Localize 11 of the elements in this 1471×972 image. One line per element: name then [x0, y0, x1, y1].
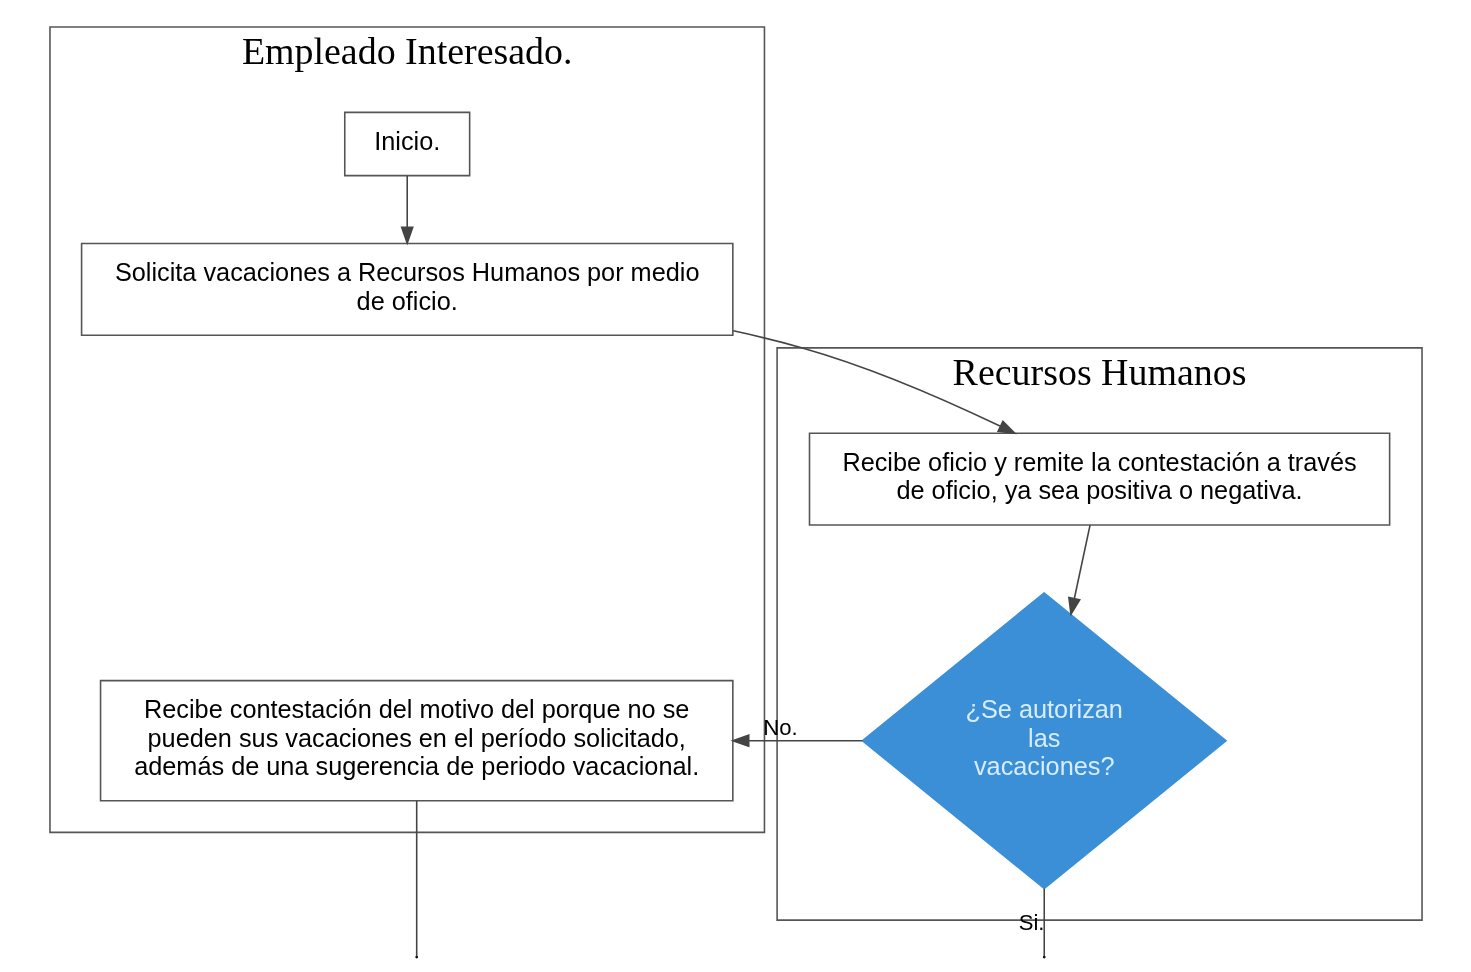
node-diamond: ¿Se autorizan las vacaciones?: [860, 591, 1227, 890]
node-box: Inicio.: [343, 111, 470, 177]
arrow: [400, 174, 414, 246]
connector: [415, 800, 417, 957]
node-box: Solicita vacaciones a Recursos Humanos por medio de oficio.: [80, 242, 734, 337]
node-box: Recibe contestación del motivo del porque no se pueden sus vacaciones en el período solicitado, además de una sugerencia de periodo vacacional.: [99, 679, 734, 802]
arrow: [730, 734, 863, 748]
arrow: [1067, 524, 1091, 617]
connector: [1042, 887, 1045, 958]
arrow: [731, 330, 1017, 435]
node-box: Recibe oficio y remite la contestación a través de oficio, ya sea positiva o negativa.: [808, 432, 1390, 526]
